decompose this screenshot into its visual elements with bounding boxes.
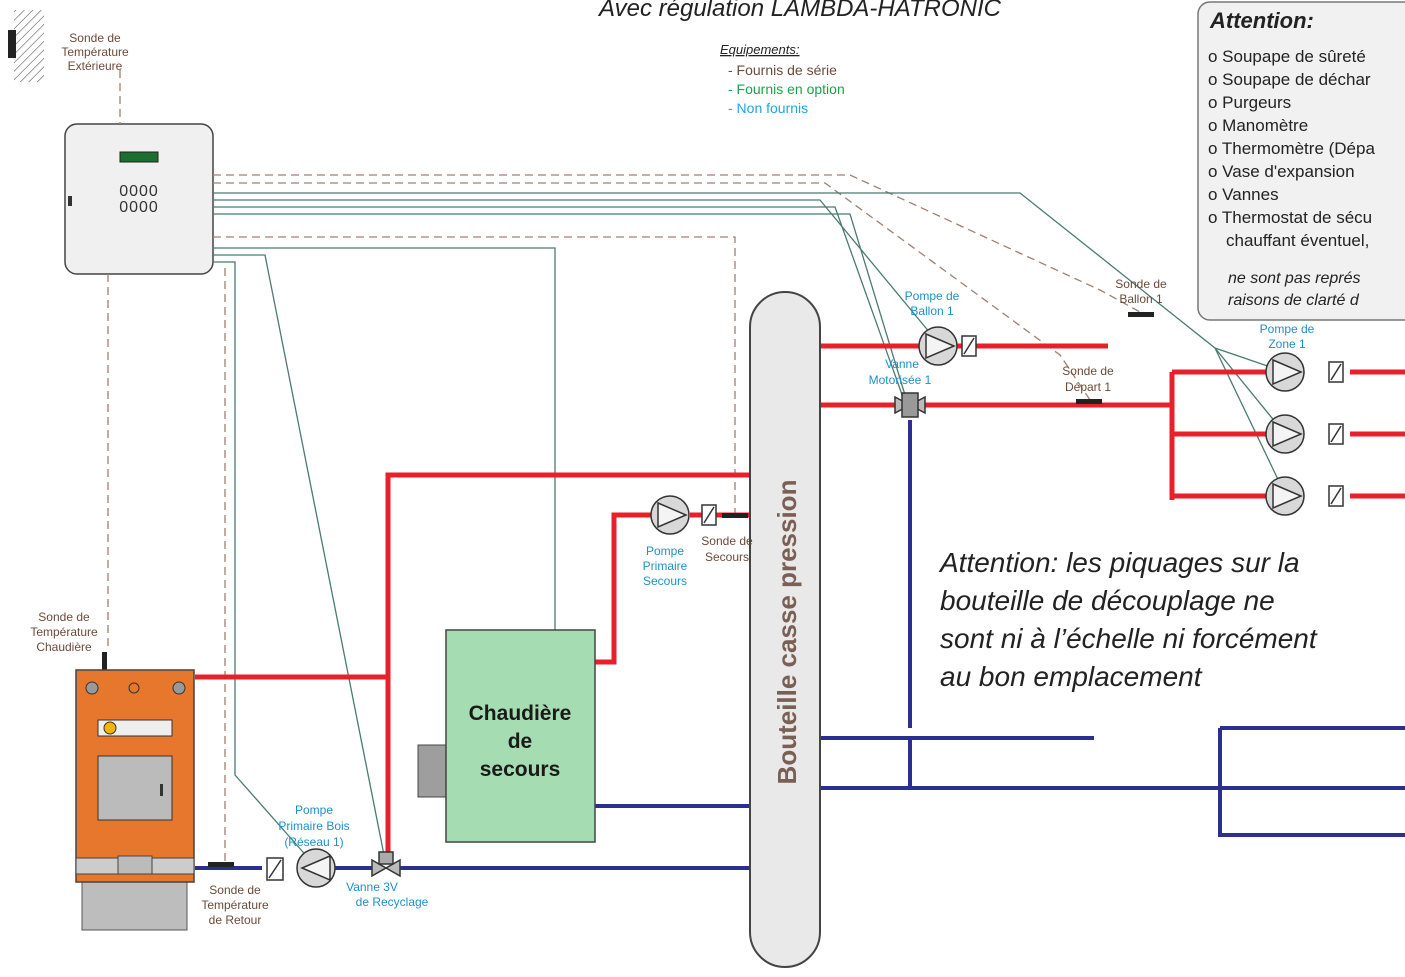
svg-text:secours: secours bbox=[480, 758, 561, 781]
svg-text:Chaudière: Chaudière bbox=[36, 640, 92, 654]
label-pompe-zone: Pompe de Zone 1 bbox=[1260, 322, 1315, 351]
svg-text:Départ 1: Départ 1 bbox=[1065, 380, 1111, 394]
svg-text:Température: Température bbox=[30, 625, 98, 639]
svg-text:Motorisée 1: Motorisée 1 bbox=[869, 373, 932, 387]
sonde-retour-icon bbox=[208, 862, 234, 867]
svg-text:de Recyclage: de Recyclage bbox=[356, 895, 429, 909]
vanne-3v-icon bbox=[371, 851, 401, 878]
label-sonde-secours: Sonde de Secours bbox=[701, 534, 753, 564]
svg-text:o Thermomètre (Dépa: o Thermomètre (Dépa bbox=[1208, 139, 1375, 158]
sonde-depart-icon bbox=[1076, 399, 1102, 404]
svg-text:Secours: Secours bbox=[705, 550, 749, 564]
label-sonde-depart: Sonde de Départ 1 bbox=[1062, 364, 1114, 394]
label-sonde-exterieure: Sonde de Température Extérieure bbox=[61, 31, 129, 73]
svg-text:o Soupape de sûreté: o Soupape de sûreté bbox=[1208, 47, 1366, 66]
brand-logo-icon bbox=[103, 721, 117, 735]
label-vanne-motorisee: Vanne Motorisée 1 bbox=[869, 357, 932, 387]
svg-text:o Soupape de déchar: o Soupape de déchar bbox=[1208, 70, 1371, 89]
svg-text:Sonde de: Sonde de bbox=[701, 534, 753, 548]
sensor-cables bbox=[107, 70, 1141, 868]
attention-box: Attention: o Soupape de sûreté o Soupape… bbox=[1197, 1, 1405, 321]
chaudiere-secours: Chaudière de secours bbox=[417, 629, 596, 843]
controller-keys-row2: 0000 bbox=[119, 199, 159, 216]
controller-display bbox=[119, 151, 159, 163]
svg-text:au bon emplacement: au bon emplacement bbox=[940, 661, 1203, 692]
outdoor-sensor-icon bbox=[8, 30, 16, 58]
label-sonde-ballon: Sonde de Ballon 1 bbox=[1115, 277, 1167, 306]
sonde-secours-icon bbox=[722, 513, 748, 518]
svg-text:Sonde de: Sonde de bbox=[69, 31, 121, 45]
label-sonde-retour: Sonde de Température de Retour bbox=[201, 883, 269, 927]
svg-text:Température: Température bbox=[201, 898, 269, 912]
label-pompe-primaire-bois: Pompe Primaire Bois (Réseau 1) bbox=[278, 803, 349, 849]
attention-title: Attention: bbox=[1209, 8, 1314, 33]
svg-text:Sonde de: Sonde de bbox=[209, 883, 261, 897]
control-cables bbox=[213, 192, 1286, 861]
svg-text:ne sont pas représ: ne sont pas représ bbox=[1228, 270, 1361, 287]
svg-text:de Retour: de Retour bbox=[209, 913, 262, 927]
label-pompe-primaire-secours: Pompe Primaire Secours bbox=[643, 544, 688, 588]
svg-text:o Thermostat de sécu: o Thermostat de sécu bbox=[1208, 208, 1372, 227]
svg-text:Pompe: Pompe bbox=[646, 544, 684, 558]
bouteille-label: Bouteille casse pression bbox=[772, 480, 802, 785]
svg-text:Ballon 1: Ballon 1 bbox=[1119, 292, 1163, 306]
label-pompe-ballon: Pompe de Ballon 1 bbox=[905, 289, 960, 318]
hot-pipes bbox=[195, 343, 1405, 860]
svg-text:Attention: les piquages sur la: Attention: les piquages sur la bbox=[938, 547, 1300, 578]
svg-text:Primaire Bois: Primaire Bois bbox=[278, 819, 349, 833]
svg-text:chauffant éventuel,: chauffant éventuel, bbox=[1226, 231, 1369, 250]
diagram-title: Avec régulation LAMBDA-HATRONIC bbox=[597, 0, 1002, 22]
svg-text:(Réseau 1): (Réseau 1) bbox=[284, 835, 343, 849]
warning-note: Attention: les piquages sur la bouteille… bbox=[938, 547, 1318, 692]
svg-text:Secours: Secours bbox=[643, 574, 687, 588]
legend-option: - Fournis en option bbox=[728, 81, 845, 97]
svg-text:Extérieure: Extérieure bbox=[68, 59, 123, 73]
svg-text:Vanne 3V: Vanne 3V bbox=[346, 880, 398, 894]
label-vanne-3v: Vanne 3V de Recyclage bbox=[346, 880, 429, 909]
svg-text:o Vannes: o Vannes bbox=[1208, 185, 1279, 204]
chaudiere-bois bbox=[75, 669, 195, 931]
svg-text:Sonde de: Sonde de bbox=[1062, 364, 1114, 378]
wall-hatch bbox=[14, 10, 44, 82]
legend-non-fournis: - Non fournis bbox=[728, 100, 808, 116]
svg-text:o Vase d'expansion: o Vase d'expansion bbox=[1208, 162, 1355, 181]
svg-text:de: de bbox=[508, 730, 533, 753]
svg-text:Pompe: Pompe bbox=[295, 803, 333, 817]
pumps bbox=[266, 326, 1344, 888]
svg-text:Température: Température bbox=[61, 45, 129, 59]
legend-heading: Equipements: bbox=[720, 42, 800, 57]
cold-pipes bbox=[195, 420, 1405, 870]
svg-text:Zone 1: Zone 1 bbox=[1268, 337, 1306, 351]
svg-text:sont ni à l’échelle ni forcéme: sont ni à l’échelle ni forcément bbox=[940, 623, 1318, 654]
svg-text:Sonde de: Sonde de bbox=[38, 610, 90, 624]
svg-text:raisons de clarté d: raisons de clarté d bbox=[1228, 292, 1360, 309]
sensor-marks bbox=[102, 312, 1154, 867]
svg-text:Sonde de: Sonde de bbox=[1115, 277, 1167, 291]
svg-text:Pompe de: Pompe de bbox=[905, 289, 960, 303]
svg-text:bouteille de découplage ne: bouteille de découplage ne bbox=[940, 585, 1275, 616]
svg-text:Pompe de: Pompe de bbox=[1260, 322, 1315, 336]
controller-keys-row1: 0000 bbox=[119, 183, 159, 200]
svg-text:Vanne: Vanne bbox=[885, 357, 919, 371]
svg-text:o Manomètre: o Manomètre bbox=[1208, 116, 1308, 135]
sonde-chaudiere-icon bbox=[102, 652, 107, 678]
svg-text:o Purgeurs: o Purgeurs bbox=[1208, 93, 1291, 112]
svg-text:Ballon 1: Ballon 1 bbox=[910, 304, 954, 318]
lambda-hatronic-controller: 0000 0000 bbox=[64, 123, 214, 275]
label-sonde-chaudiere: Sonde de Température Chaudière bbox=[30, 610, 98, 654]
sonde-ballon-icon bbox=[1128, 312, 1154, 317]
svg-text:Primaire: Primaire bbox=[643, 559, 688, 573]
bouteille-casse-pression: Bouteille casse pression bbox=[749, 291, 821, 968]
svg-text:Chaudière: Chaudière bbox=[469, 702, 572, 725]
vanne-motorisee-icon bbox=[894, 392, 926, 418]
legend-serie: - Fournis de série bbox=[728, 62, 837, 78]
